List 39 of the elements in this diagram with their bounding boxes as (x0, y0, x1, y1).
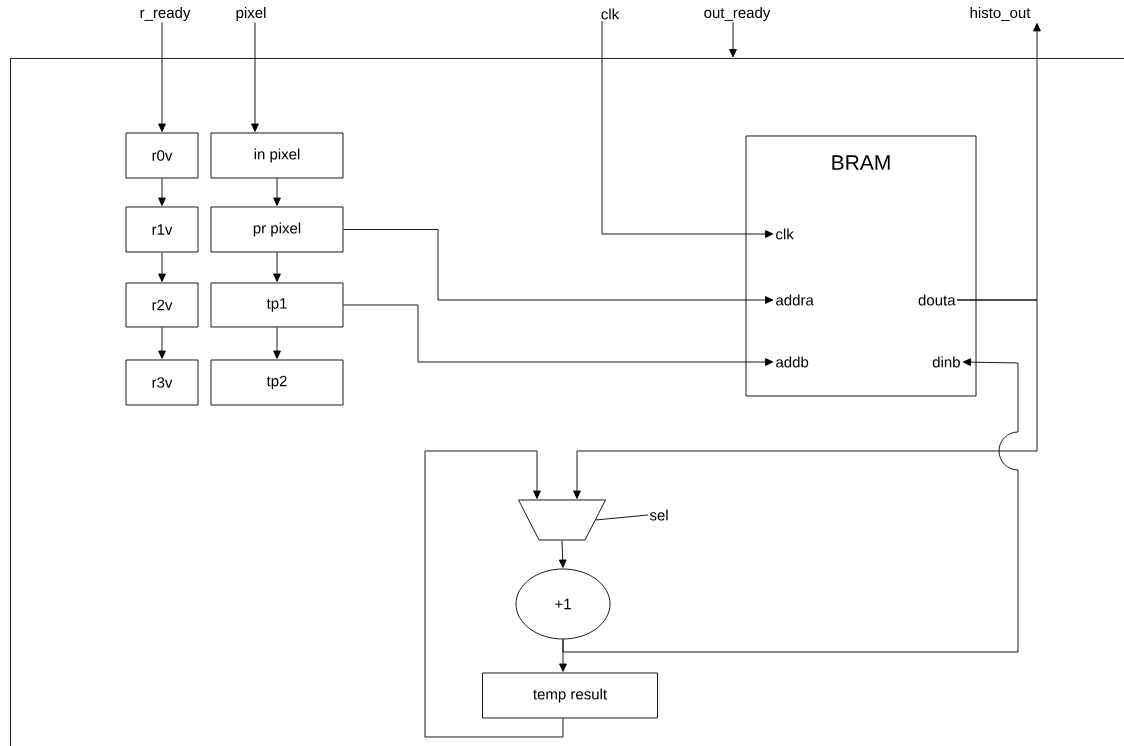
arrow (343, 229, 774, 304)
arrow (273, 327, 281, 359)
port-label: addra (776, 294, 814, 306)
signal-label: r_ready (140, 7, 191, 21)
connector-line (595, 514, 649, 521)
signal-label: histo_out (970, 7, 1031, 21)
arrow (424, 450, 564, 738)
arrow (601, 20, 774, 238)
module-boundary-box (10, 58, 1124, 746)
arrow (158, 178, 166, 206)
arrow (273, 178, 281, 206)
signal-label: sel (649, 509, 668, 521)
arrow (573, 299, 1038, 499)
register-box: r2v (125, 282, 199, 328)
arrow (729, 22, 737, 58)
arrow (558, 540, 567, 568)
register-box: tp1 (210, 282, 344, 328)
signal-label: clk (601, 8, 620, 20)
register-box: tp2 (210, 359, 344, 406)
arrow (562, 358, 1019, 653)
arrow (343, 304, 774, 366)
port-label: addb (776, 356, 809, 368)
arrow (251, 22, 259, 132)
signal-label: out_ready (704, 7, 771, 21)
arrow (158, 327, 166, 359)
multiplexer-trapezoid (518, 499, 606, 541)
register-box: r3v (125, 359, 199, 406)
register-box: temp result (482, 672, 658, 719)
register-box: r1v (125, 206, 199, 253)
signal-label: pixel (236, 7, 266, 21)
port-label: dinb (932, 356, 960, 368)
port-label: douta (918, 294, 956, 306)
arrow (158, 22, 166, 132)
port-label: clk (776, 228, 794, 240)
arrow (273, 252, 281, 282)
register-box: in pixel (210, 132, 344, 179)
register-box: r0v (125, 132, 199, 179)
arrow (158, 252, 166, 282)
register-box: pr pixel (210, 206, 344, 253)
